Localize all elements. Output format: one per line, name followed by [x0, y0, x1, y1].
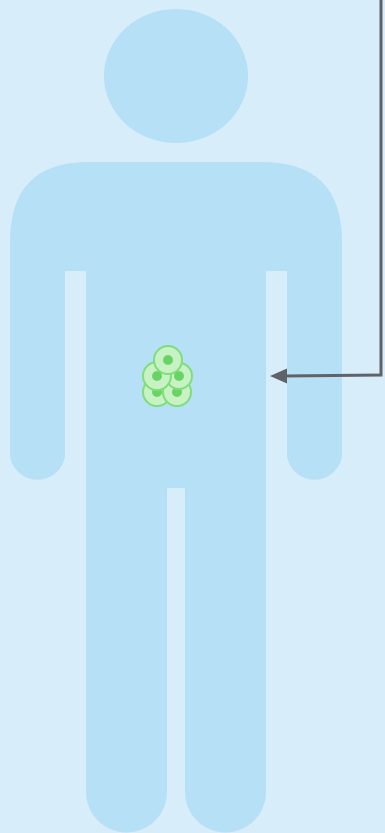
right-leg — [185, 480, 266, 833]
cell — [154, 346, 182, 374]
torso — [10, 162, 342, 488]
left-leg — [86, 480, 167, 833]
head — [104, 9, 248, 143]
